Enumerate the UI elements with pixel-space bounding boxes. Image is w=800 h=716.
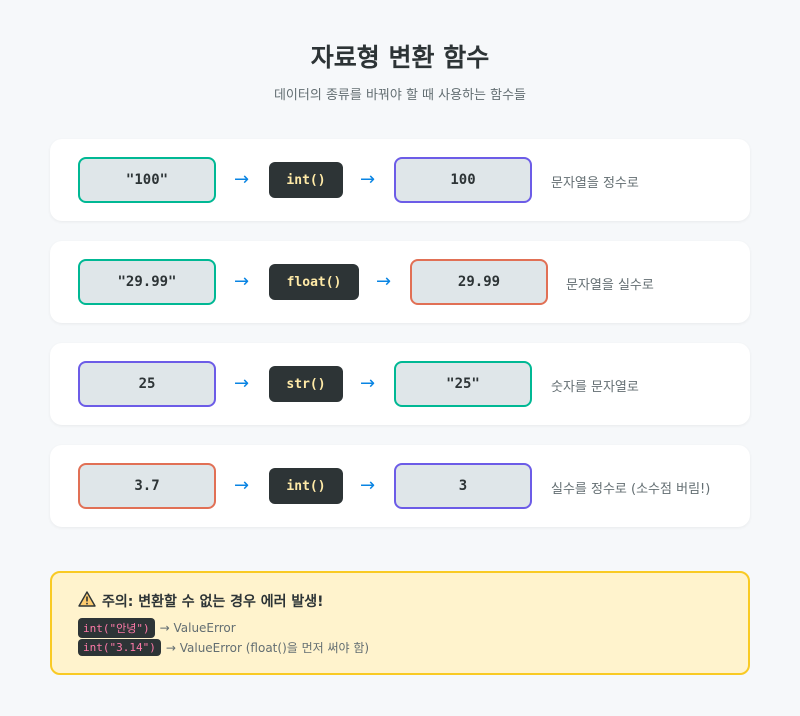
- example-result: → ValueError (float()을 먼저 써야 함): [165, 641, 370, 655]
- arrow-icon: →: [234, 271, 250, 292]
- warning-icon: [78, 591, 96, 611]
- output-value: 3: [394, 463, 532, 509]
- warning-example: int("3.14") → ValueError (float()을 먼저 써야…: [78, 639, 369, 656]
- conversion-card-str-number: 25 → str() → "25" 숫자를 문자열로: [50, 343, 750, 425]
- conversion-card-int-string: "100" → int() → 100 문자열을 정수로: [50, 139, 750, 221]
- input-value: 3.7: [78, 463, 216, 509]
- arrow-icon: →: [360, 169, 376, 190]
- conversion-description: 숫자를 문자열로: [551, 380, 639, 395]
- warning-box: 주의: 변환할 수 없는 경우 에러 발생! int("안녕") → Value…: [50, 571, 750, 675]
- output-value: 29.99: [410, 259, 548, 305]
- example-code: int("3.14"): [78, 639, 161, 656]
- function-name: int(): [269, 468, 343, 504]
- conversion-description: 문자열을 실수로: [566, 278, 654, 293]
- arrow-icon: →: [360, 475, 376, 496]
- function-name: int(): [269, 162, 343, 198]
- conversion-card-int-float: 3.7 → int() → 3 실수를 정수로 (소수점 버림!): [50, 445, 750, 527]
- warning-title: 주의: 변환할 수 없는 경우 에러 발생!: [102, 594, 324, 610]
- output-value: "25": [394, 361, 532, 407]
- example-code: int("안녕"): [78, 618, 155, 638]
- warning-heading: 주의: 변환할 수 없는 경우 에러 발생!: [78, 591, 324, 611]
- conversion-description: 실수를 정수로 (소수점 버림!): [551, 482, 711, 497]
- conversion-card-float-string: "29.99" → float() → 29.99 문자열을 실수로: [50, 241, 750, 323]
- arrow-icon: →: [376, 271, 392, 292]
- arrow-icon: →: [234, 475, 250, 496]
- page-title: 자료형 변환 함수: [310, 43, 490, 72]
- conversion-description: 문자열을 정수로: [551, 176, 639, 191]
- arrow-icon: →: [234, 373, 250, 394]
- function-name: str(): [269, 366, 343, 402]
- input-value: "29.99": [78, 259, 216, 305]
- function-name: float(): [269, 264, 359, 300]
- output-value: 100: [394, 157, 532, 203]
- input-value: 25: [78, 361, 216, 407]
- arrow-icon: →: [234, 169, 250, 190]
- example-result: → ValueError: [159, 621, 236, 635]
- page-subtitle: 데이터의 종류를 바꿔야 할 때 사용하는 함수들: [273, 88, 527, 103]
- arrow-icon: →: [360, 373, 376, 394]
- input-value: "100": [78, 157, 216, 203]
- warning-example: int("안녕") → ValueError: [78, 618, 236, 638]
